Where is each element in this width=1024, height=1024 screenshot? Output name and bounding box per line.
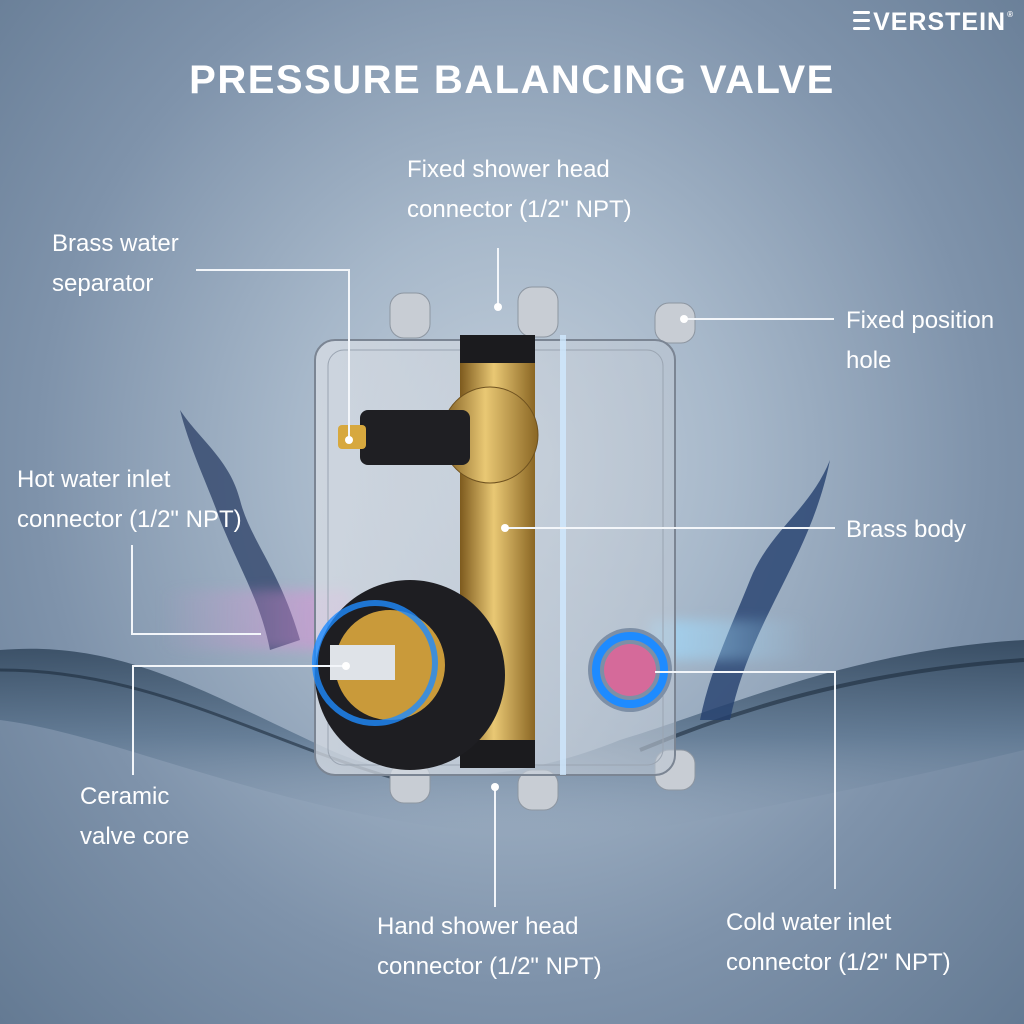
callout-fixed-position-hole: Fixed position hole [846,307,995,374]
brand-name: VERSTEIN [873,8,1007,36]
callout-hand-shower-head: Hand shower head connector (1/2" NPT) [377,913,602,980]
leader-dot-fixed-shower [494,303,502,311]
page-title: PRESSURE BALANCING VALVE [189,58,835,102]
leader-line-position-hole [684,318,834,320]
callout-ceramic-valve-core: Ceramic valve core [80,783,190,850]
leader-line-hot-h [131,633,261,635]
callout-brass-body: Brass body [846,516,967,543]
leader-line-cold-v [834,671,836,889]
leader-line-hot-v [131,545,133,634]
cold-glow [650,620,810,660]
valve-illustration [312,286,696,811]
registered-mark: ® [1007,10,1014,19]
brand-wave-icon [853,11,871,31]
leader-line-ceramic-v [132,665,134,775]
callout-cold-water-inlet: Cold water inlet connector (1/2" NPT) [726,909,951,976]
callout-fixed-shower-head: Fixed shower head connector (1/2" NPT) [407,156,632,223]
leader-dot-hand-shower [491,783,499,791]
leader-line-hand-shower [494,787,496,907]
leader-dot-position-hole [680,315,688,323]
leader-line-fixed-shower [497,248,499,306]
leader-dot-ceramic [342,662,350,670]
leader-line-cold-h [655,671,835,673]
callout-brass-water-separator: Brass water separator [52,230,179,297]
leader-dot-separator [345,436,353,444]
leader-line-brass-body [505,527,835,529]
leader-line-ceramic-h [132,665,347,667]
right-splash-icon [700,460,830,720]
callout-hot-water-inlet: Hot water inlet connector (1/2" NPT) [17,466,242,533]
leader-dot-brass-body [501,524,509,532]
leader-line-separator-v [348,269,350,439]
brand-logo: VERSTEIN ® [853,8,1014,37]
leader-line-separator-h [196,269,349,271]
